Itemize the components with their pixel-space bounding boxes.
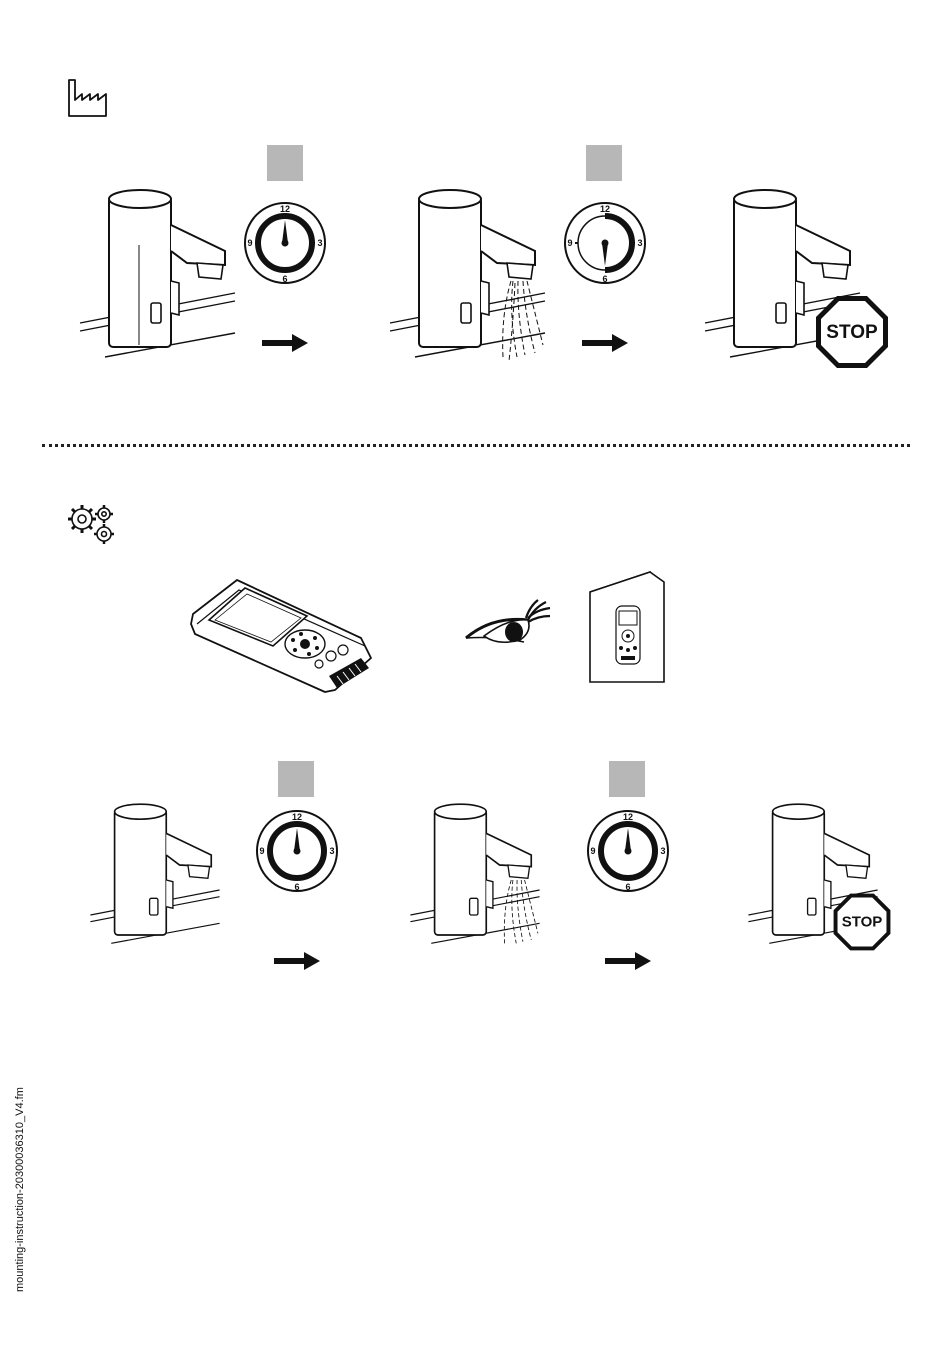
timer-clock-2: 12 3 6 9 <box>562 200 648 286</box>
stop-sign-icon: STOP <box>814 294 890 370</box>
step-marker-2 <box>586 145 622 181</box>
clock-num-3: 3 <box>637 238 642 248</box>
clock-num-12: 12 <box>600 204 610 214</box>
clock-num-6: 6 <box>602 274 607 284</box>
stop-sign-icon: STOP <box>832 892 892 952</box>
clock-num-9: 9 <box>259 846 264 856</box>
clock-num-6: 6 <box>294 882 299 892</box>
clock-num-3: 3 <box>660 846 665 856</box>
document-filename: mounting-instruction-20300036310_V4.fm <box>14 1087 26 1292</box>
clock-num-12: 12 <box>292 812 302 822</box>
step-marker-4 <box>609 761 645 797</box>
clock-num-6: 6 <box>625 882 630 892</box>
clock-num-9: 9 <box>590 846 595 856</box>
arrow-right-icon <box>603 950 653 972</box>
faucet-5-water-running <box>400 800 550 950</box>
clock-num-3: 3 <box>317 238 322 248</box>
clock-num-12: 12 <box>280 204 290 214</box>
remote-control-device <box>185 572 385 700</box>
timer-clock-1: 12 3 6 9 <box>242 200 328 286</box>
step-marker-1 <box>267 145 303 181</box>
clock-num-3: 3 <box>329 846 334 856</box>
faucet-1 <box>75 185 240 365</box>
timer-clock-4: 12 3 6 9 <box>585 808 671 894</box>
clock-num-6: 6 <box>282 274 287 284</box>
manual-booklet-icon <box>588 570 668 686</box>
factory-icon <box>66 78 110 120</box>
clock-num-12: 12 <box>623 812 633 822</box>
step-marker-3 <box>278 761 314 797</box>
eye-icon <box>462 596 554 652</box>
arrow-right-icon <box>260 332 310 354</box>
section-divider <box>42 444 910 447</box>
stop-label: STOP <box>842 914 883 931</box>
faucet-2-water-running <box>385 185 550 365</box>
arrow-right-icon <box>272 950 322 972</box>
stop-label: STOP <box>826 322 878 343</box>
clock-num-9: 9 <box>247 238 252 248</box>
timer-clock-3: 12 3 6 9 <box>254 808 340 894</box>
faucet-4 <box>80 800 230 950</box>
gears-icon <box>66 502 118 546</box>
arrow-right-icon <box>580 332 630 354</box>
clock-num-9: 9 <box>567 238 572 248</box>
